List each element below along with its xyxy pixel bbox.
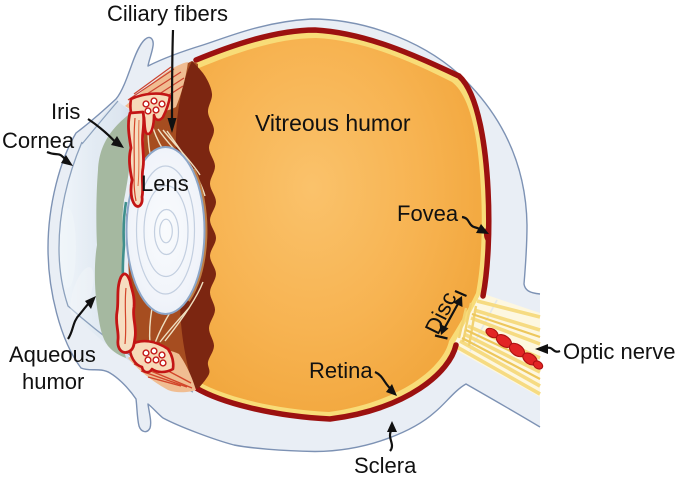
svg-text:Optic nerve: Optic nerve bbox=[563, 339, 676, 364]
svg-text:Fovea: Fovea bbox=[397, 201, 459, 226]
svg-text:Vitreous humor: Vitreous humor bbox=[255, 110, 411, 136]
svg-text:Iris: Iris bbox=[51, 99, 80, 124]
svg-text:Sclera: Sclera bbox=[354, 453, 417, 478]
svg-text:Lens: Lens bbox=[141, 171, 189, 196]
svg-text:Retina: Retina bbox=[309, 358, 373, 383]
svg-text:Ciliary fibers: Ciliary fibers bbox=[107, 1, 228, 26]
svg-text:Cornea: Cornea bbox=[2, 128, 75, 153]
svg-text:Aqueous: Aqueous bbox=[9, 342, 96, 367]
svg-text:humor: humor bbox=[22, 369, 84, 394]
